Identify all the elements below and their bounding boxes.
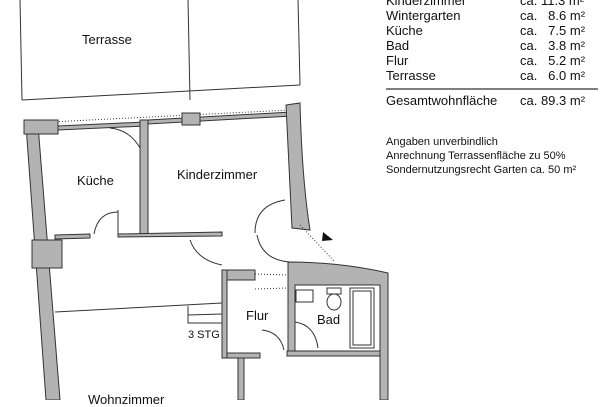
terrace-edge-bottom [21, 84, 301, 101]
wall [147, 111, 293, 125]
room-label-terrasse: Terrasse [82, 32, 132, 47]
door-swing [93, 211, 119, 235]
room-label-kueche: Küche [77, 173, 114, 188]
room-label-flur: Flur [246, 308, 269, 323]
pillar [181, 112, 201, 126]
stairs-label: 3 STG [188, 329, 220, 341]
terrace-edge-left [19, 0, 23, 101]
note: Anrechnung Terrassenfläche zu 50% [386, 150, 566, 162]
north-arrow-icon [322, 232, 333, 241]
curved-wall [285, 102, 311, 231]
wall [57, 121, 146, 131]
door-swing [189, 239, 223, 266]
door-swing [109, 127, 141, 149]
wall [117, 231, 223, 238]
wall [226, 352, 261, 359]
room-label-kinderzimmer: Kinderzimmer [177, 167, 258, 182]
wall [286, 350, 381, 357]
terrace-edge-right [297, 0, 301, 86]
pillar [23, 119, 59, 135]
pillar [31, 239, 63, 269]
room-label-bad: Bad [317, 312, 341, 327]
wall [237, 354, 245, 400]
wall [221, 269, 228, 359]
stairs [54, 302, 223, 313]
door-swing [261, 329, 285, 351]
wall [139, 119, 149, 236]
bath-wall [287, 261, 389, 400]
door-swing [256, 234, 291, 263]
note: Angaben unverbindlich [386, 136, 498, 148]
bathtub-icon [349, 287, 375, 349]
window-line [49, 109, 291, 123]
note: Sondernutzungsrecht Garten ca. 50 m² [386, 164, 577, 176]
sink-icon [295, 289, 314, 303]
door-swing [294, 321, 319, 349]
door-swing [254, 199, 286, 234]
wall [54, 233, 91, 240]
terrace-divider [187, 0, 191, 101]
toilet-icon [326, 293, 342, 311]
